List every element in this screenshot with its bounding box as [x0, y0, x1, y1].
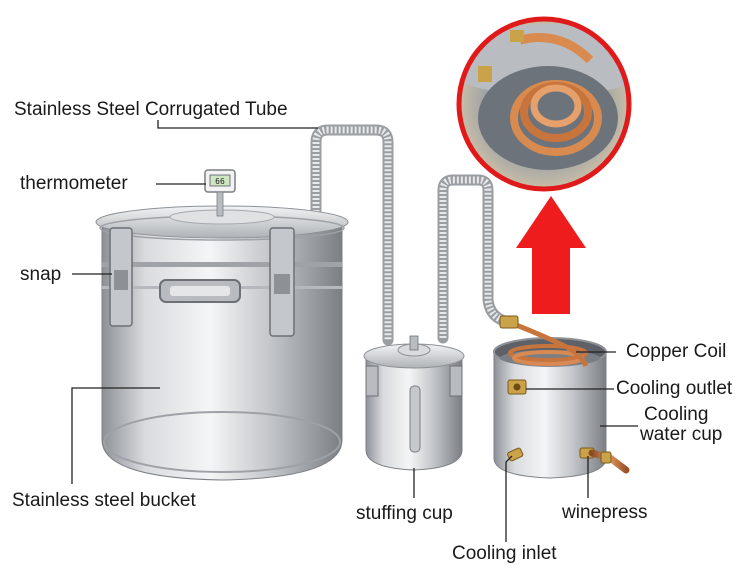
label-bucket: Stainless steel bucket	[12, 490, 196, 511]
red-up-arrow	[516, 196, 586, 314]
label-cooling-water-cup-line1: Cooling	[644, 404, 709, 425]
snap-right	[269, 227, 295, 337]
cooling-inlet-fitting	[507, 447, 524, 462]
leader-bucket	[71, 387, 160, 484]
stainless-steel-bucket	[95, 205, 349, 481]
winepress-outlet	[579, 447, 630, 474]
label-cooling-outlet: Cooling outlet	[616, 378, 733, 399]
leader-cooling-inlet	[505, 455, 513, 542]
label-corrugated-tube: Stainless Steel Corrugated Tube	[14, 99, 288, 120]
snap-left	[109, 227, 133, 327]
thermometer: 66	[204, 169, 236, 217]
corrugated-tube-2	[437, 174, 514, 344]
label-stuffing-cup: stuffing cup	[356, 503, 453, 524]
thermometer-readout: 66	[215, 177, 225, 186]
label-cooling-inlet: Cooling inlet	[452, 543, 557, 564]
label-copper-coil: Copper Coil	[626, 341, 727, 362]
stuffing-cup	[363, 335, 465, 471]
label-winepress: winepress	[562, 502, 648, 523]
cooling-outlet-fitting	[507, 379, 527, 395]
label-thermometer: thermometer	[20, 173, 128, 194]
label-snap: snap	[20, 264, 62, 285]
copper-coil-zoom-inset	[456, 16, 632, 192]
copper-coil	[499, 315, 589, 368]
label-cooling-water-cup-line2: water cup	[640, 424, 723, 445]
leader-corrugated-tube	[157, 120, 318, 129]
leader-lines	[71, 120, 638, 542]
